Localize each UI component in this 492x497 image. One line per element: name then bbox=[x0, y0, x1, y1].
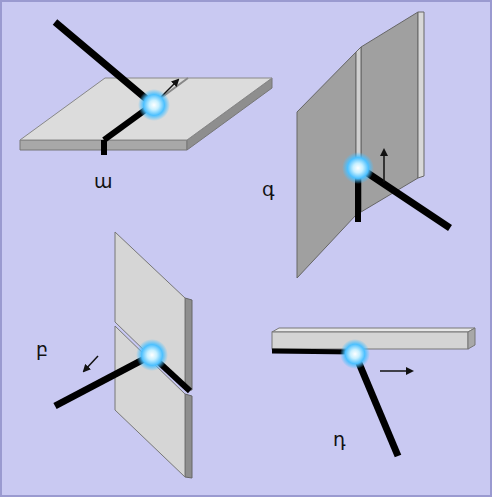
flat-plates bbox=[20, 22, 272, 155]
vertical-plates bbox=[297, 12, 450, 278]
position-letter: գ bbox=[262, 180, 275, 199]
overhead-plate bbox=[272, 328, 475, 456]
position-letter: ա bbox=[94, 172, 113, 191]
position-letter: դ bbox=[333, 430, 346, 449]
horizontal-joint-plates bbox=[55, 232, 192, 478]
position-letter: բ bbox=[36, 340, 48, 359]
